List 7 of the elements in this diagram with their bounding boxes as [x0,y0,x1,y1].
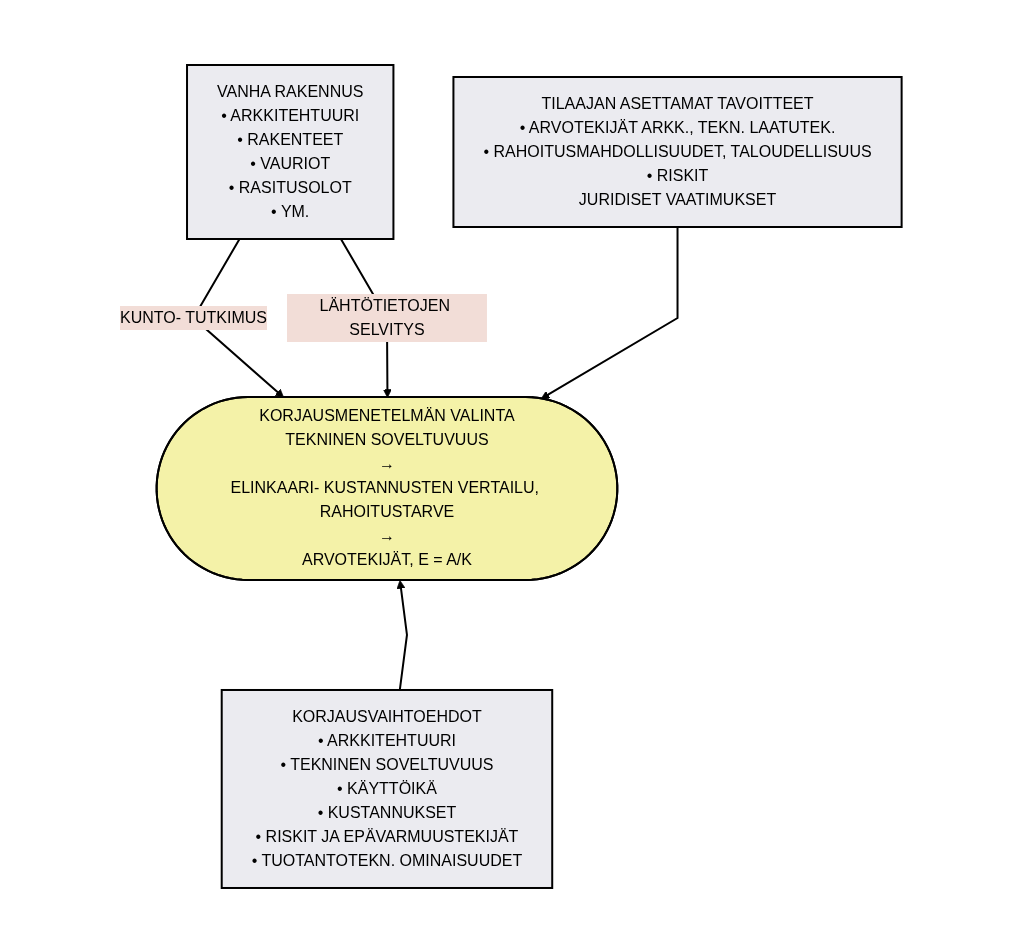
edge-label: LÄHTÖTIETOJEN SELVITYS [319,296,451,338]
arrow [396,579,409,691]
edge-label: KUNTO- TUTKIMUS [120,308,268,326]
node-box: VANHA RAKENNUS • ARKKITEHTUURI • RAKENTEET • VAURIOT • RASITUSOLOT • YM. [186,63,395,240]
node-box: KORJAUSVAIHTOEHDOT • ARKKITEHTUURI • TEKNINEN SOVELTUVUUS • KÄYTTÖIKÄ • KUSTANNUKSET • RISKIT JA EPÄVARMUUSTEKIJÄT • TUOTANTOTEKN. OMINAISUUDET [220,688,554,889]
node-box: TILAAJAN ASETTAMAT TAVOITTEET • ARVOTEKIJÄT ARKK., TEKN. LAATUTEK. • RAHOITUSMAHDOLLISUUDET, TALOUDELLISUUS • RISKIT JURIDISET VAATIMUKSET [452,75,903,228]
arrow [541,225,679,399]
